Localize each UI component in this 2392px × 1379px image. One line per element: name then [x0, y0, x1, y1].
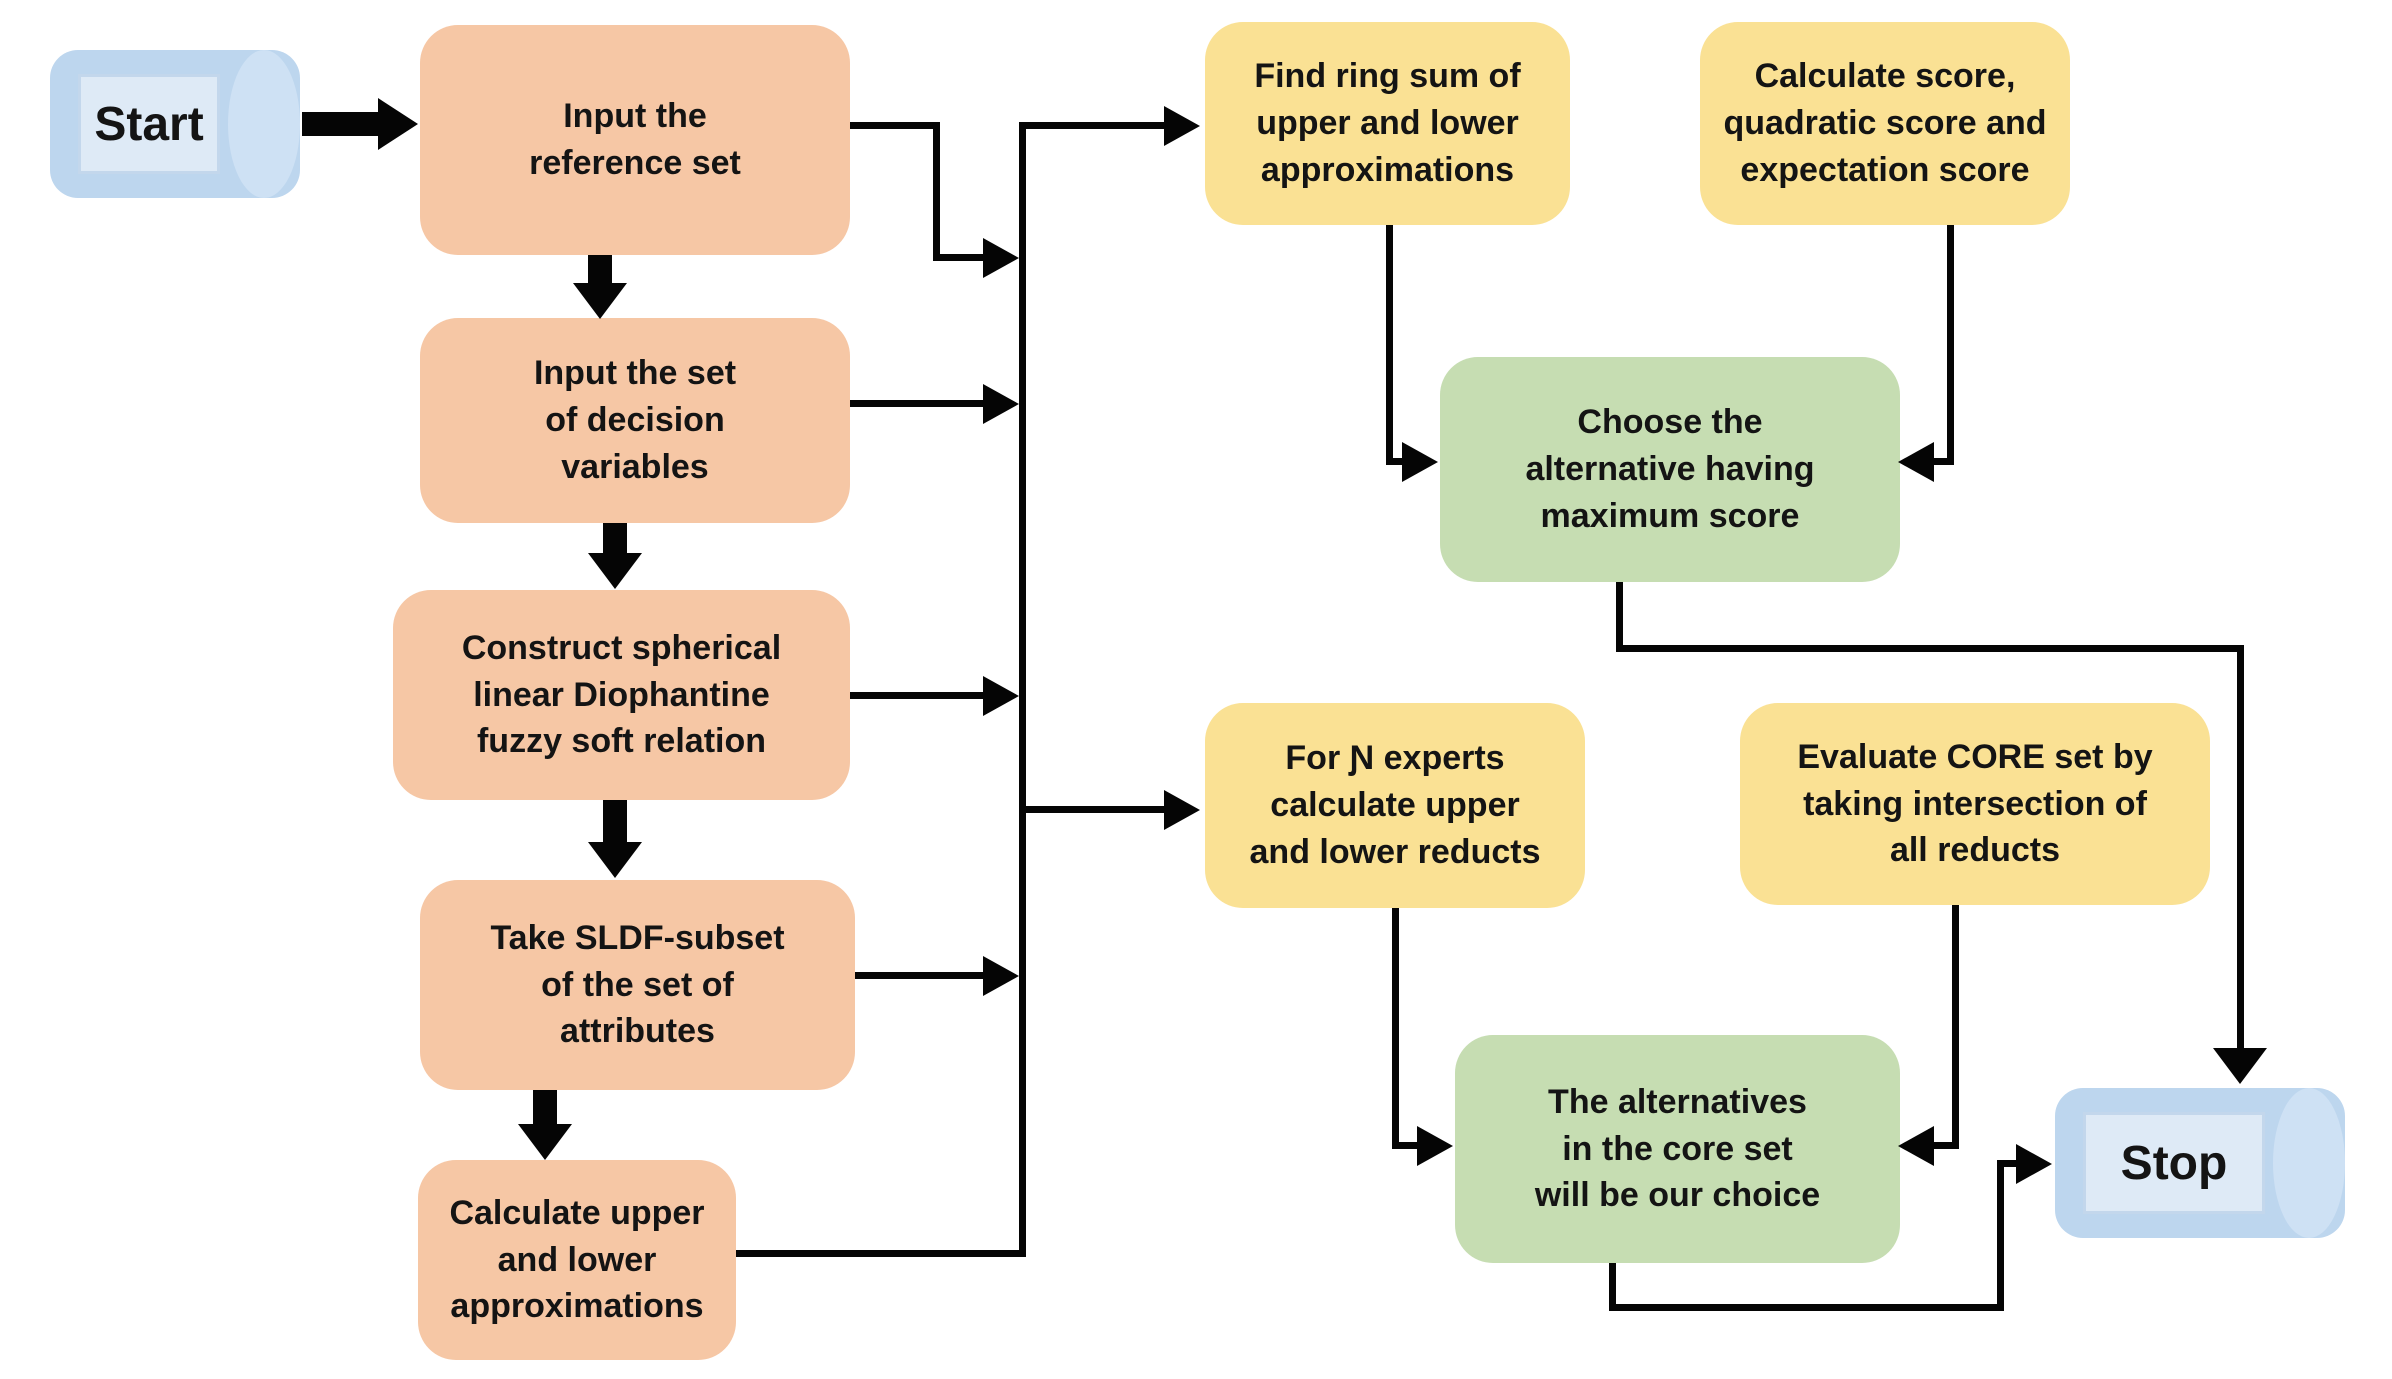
node-start: Start [50, 50, 300, 198]
node-label: Start [94, 97, 204, 151]
edge-reference-to-decision-arrowhead-icon [573, 283, 627, 319]
edge-reference-to-bus-h2 [933, 254, 985, 261]
node-calculate-scores: Calculate score, quadratic score and exp… [1700, 22, 2070, 225]
edge-decision-to-bus-line [850, 400, 985, 407]
node-label: Take SLDF-subset of the set of attribute… [490, 918, 785, 1051]
edge-relation-to-bus-line [850, 692, 985, 699]
edge-choose-to-stop-arrowhead-icon [2213, 1048, 2267, 1084]
node-label: Find ring sum of upper and lower approxi… [1254, 57, 1521, 189]
edge-start-to-reference-shaft [302, 112, 380, 136]
edge-decision-to-relation-arrowhead-icon [588, 553, 642, 589]
edge-experts-to-corechoice-h [1392, 1142, 1420, 1149]
edge-core-to-corechoice-arrowhead-icon [1898, 1126, 1934, 1166]
node-for-n-experts-reducts: For Ɲ experts calculate upper and lower … [1205, 703, 1585, 908]
node-label: Input the reference set [529, 97, 741, 182]
node-core-set-choice: The alternatives in the core set will be… [1455, 1035, 1900, 1263]
edge-choose-to-stop-v2 [2237, 645, 2244, 1050]
node-label: Calculate upper and lower approximations [449, 1193, 705, 1326]
edge-corechoice-to-stop-h1 [1609, 1304, 2004, 1311]
node-label: Calculate score, quadratic score and exp… [1723, 57, 2047, 189]
edge-corechoice-to-stop-v2 [1997, 1160, 2004, 1311]
node-label: The alternatives in the core set will be… [1534, 1082, 1821, 1215]
edge-scores-to-choose-arrowhead-icon [1898, 442, 1934, 482]
edge-subset-to-bus-arrowhead-icon [983, 956, 1019, 996]
edge-corechoice-to-stop-v1 [1609, 1263, 1616, 1311]
edge-subset-to-approx-arrowhead-icon [518, 1124, 572, 1160]
node-choose-max-score: Choose the alternative having maximum sc… [1440, 357, 1900, 582]
node-find-ring-sum: Find ring sum of upper and lower approxi… [1205, 22, 1570, 225]
edge-corechoice-to-stop-h2 [1997, 1160, 2019, 1167]
edge-approx-to-bus-line [736, 1250, 1026, 1257]
node-label: Choose the alternative having maximum sc… [1525, 403, 1815, 535]
edge-subset-to-bus-line [855, 972, 985, 979]
edge-reference-to-bus-v [933, 122, 940, 261]
edge-corechoice-to-stop-arrowhead-icon [2016, 1144, 2052, 1184]
collector-bus-line [1019, 122, 1026, 1257]
node-label: Stop [2120, 1136, 2228, 1190]
edge-decision-to-relation-shaft [603, 523, 627, 555]
edge-scores-to-choose-v [1947, 225, 1954, 465]
edge-core-to-corechoice-h [1934, 1142, 1959, 1149]
cylinder-end-cap [228, 50, 300, 198]
edge-relation-to-subset-arrowhead-icon [588, 842, 642, 878]
edge-reference-to-bus-arrowhead-icon [983, 238, 1019, 278]
edge-ringsum-to-choose-v [1386, 225, 1393, 465]
edge-relation-to-subset-shaft [603, 800, 627, 844]
edge-bus-to-ringsum-arrowhead-icon [1164, 106, 1200, 146]
cylinder-end-cap [2273, 1088, 2345, 1238]
node-input-decision-variables: Input the set of decision variables [420, 318, 850, 523]
edge-experts-to-corechoice-arrowhead-icon [1417, 1126, 1453, 1166]
node-input-reference-set: Input the reference set [420, 25, 850, 255]
edge-ringsum-to-choose-h [1386, 458, 1406, 465]
edge-scores-to-choose-h [1930, 458, 1954, 465]
edge-bus-to-ringsum-line [1022, 122, 1164, 129]
node-label: Construct spherical linear Diophantine f… [461, 628, 782, 761]
edge-reference-to-bus-h1 [850, 122, 940, 129]
node-stop: Stop [2055, 1088, 2345, 1238]
edge-reference-to-decision-shaft [588, 255, 612, 285]
edge-choose-to-stop-h [1616, 645, 2244, 652]
node-construct-sldf-relation: Construct spherical linear Diophantine f… [393, 590, 850, 800]
edge-start-to-reference-arrowhead-icon [378, 98, 418, 150]
node-label: Input the set of decision variables [533, 354, 737, 486]
node-evaluate-core-set: Evaluate CORE set by taking intersection… [1740, 703, 2210, 905]
start-label-panel: Start [78, 74, 220, 174]
node-label: For Ɲ experts calculate upper and lower … [1249, 739, 1541, 871]
node-label: Evaluate CORE set by taking intersection… [1797, 737, 2153, 870]
stop-label-panel: Stop [2083, 1112, 2265, 1214]
edge-decision-to-bus-arrowhead-icon [983, 384, 1019, 424]
edge-experts-to-corechoice-v [1392, 908, 1399, 1149]
edge-bus-to-experts-arrowhead-icon [1164, 790, 1200, 830]
edge-ringsum-to-choose-arrowhead-icon [1402, 442, 1438, 482]
edge-relation-to-bus-arrowhead-icon [983, 676, 1019, 716]
node-calculate-approximations: Calculate upper and lower approximations [418, 1160, 736, 1360]
edge-bus-to-experts-line [1022, 806, 1164, 813]
edge-core-to-corechoice-v [1952, 905, 1959, 1149]
edge-subset-to-approx-shaft [533, 1090, 557, 1126]
edge-choose-to-stop-v1 [1616, 582, 1623, 652]
node-take-sldf-subset: Take SLDF-subset of the set of attribute… [420, 880, 855, 1090]
